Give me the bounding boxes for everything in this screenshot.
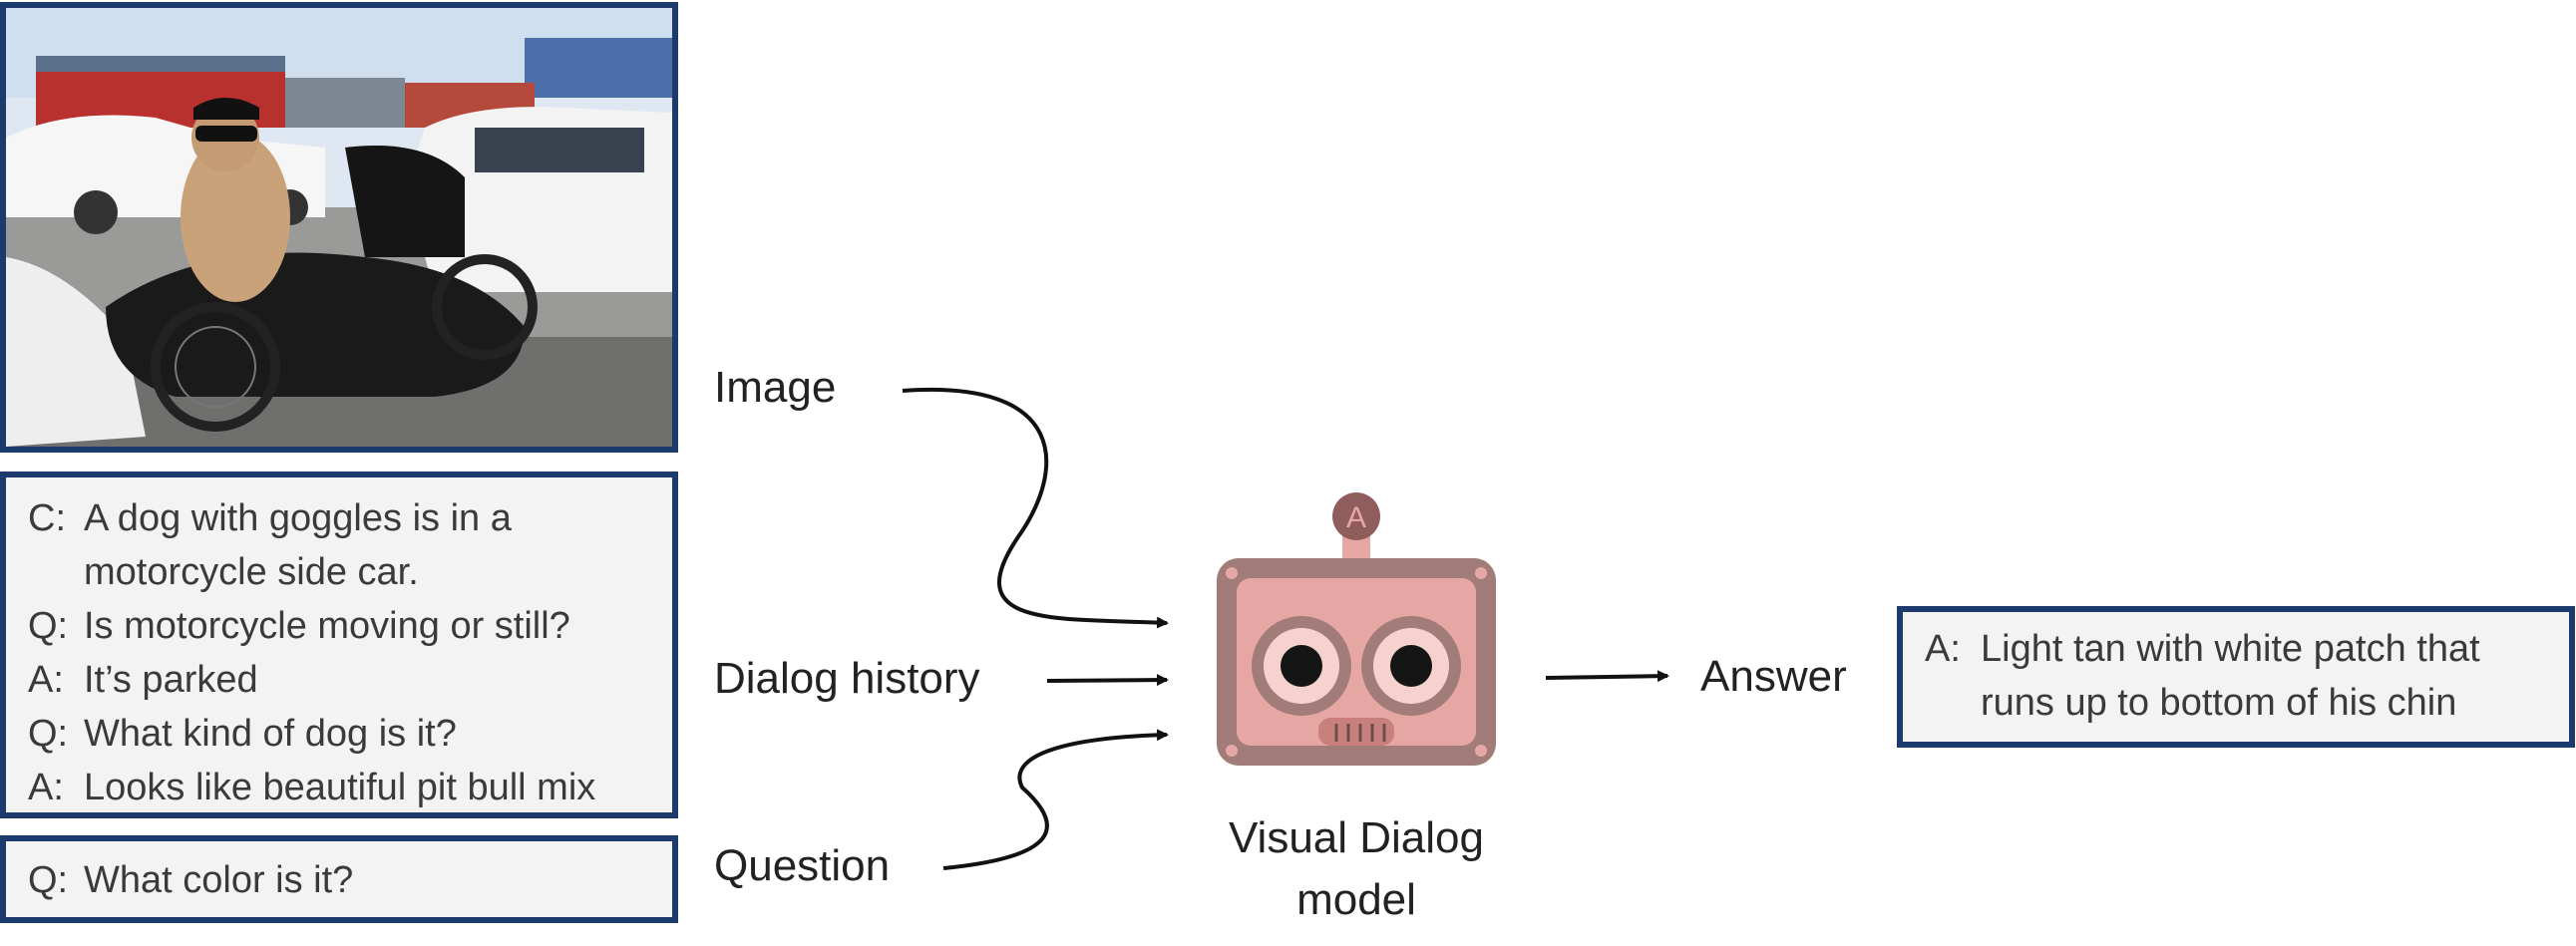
question-box: Q: What color is it? <box>0 835 678 923</box>
history-text: Is motorcycle moving or still? <box>84 605 570 647</box>
history-arrow <box>1046 674 1169 687</box>
speaker-tag: C: <box>28 497 66 539</box>
speaker-tag: A: <box>28 767 64 808</box>
answer-label: Answer <box>1700 652 1847 701</box>
history-text: It’s parked <box>84 659 258 701</box>
model-label: Visual Dialog model <box>1197 807 1516 931</box>
history-text: A dog with goggles is in a <box>84 497 512 539</box>
answer-arrow <box>1545 670 1669 683</box>
image-label: Image <box>714 363 837 412</box>
speaker-tag: Q: <box>28 859 69 901</box>
model-label-line1: Visual Dialog <box>1228 813 1484 862</box>
image-arrow <box>902 387 1169 629</box>
question-arrow <box>942 729 1169 870</box>
input-photo <box>0 2 678 453</box>
history-text: motorcycle side car. <box>84 551 419 593</box>
history-text: Looks like beautiful pit bull mix <box>84 767 596 808</box>
antenna-badge: A <box>1346 501 1366 534</box>
dialog-history-label: Dialog history <box>714 654 980 703</box>
dog-sidecar-photo <box>6 8 672 447</box>
question-text: What color is it? <box>84 859 354 901</box>
speaker-tag: A: <box>28 659 64 701</box>
history-text: What kind of dog is it? <box>84 713 457 755</box>
speaker-tag: A: <box>1925 628 1961 670</box>
question-label: Question <box>714 841 891 890</box>
answer-text: runs up to bottom of his chin <box>1981 682 2457 724</box>
answer-box: A: Light tan with white patch that runs … <box>1897 606 2575 748</box>
model-label-line2: model <box>1296 875 1416 924</box>
speaker-tag: Q: <box>28 713 69 755</box>
answer-text: Light tan with white patch that <box>1981 628 2480 670</box>
speaker-tag: Q: <box>28 605 69 647</box>
robot-icon: A <box>1217 492 1496 766</box>
dialog-history-box: C: A dog with goggles is in a motorcycle… <box>0 472 678 818</box>
